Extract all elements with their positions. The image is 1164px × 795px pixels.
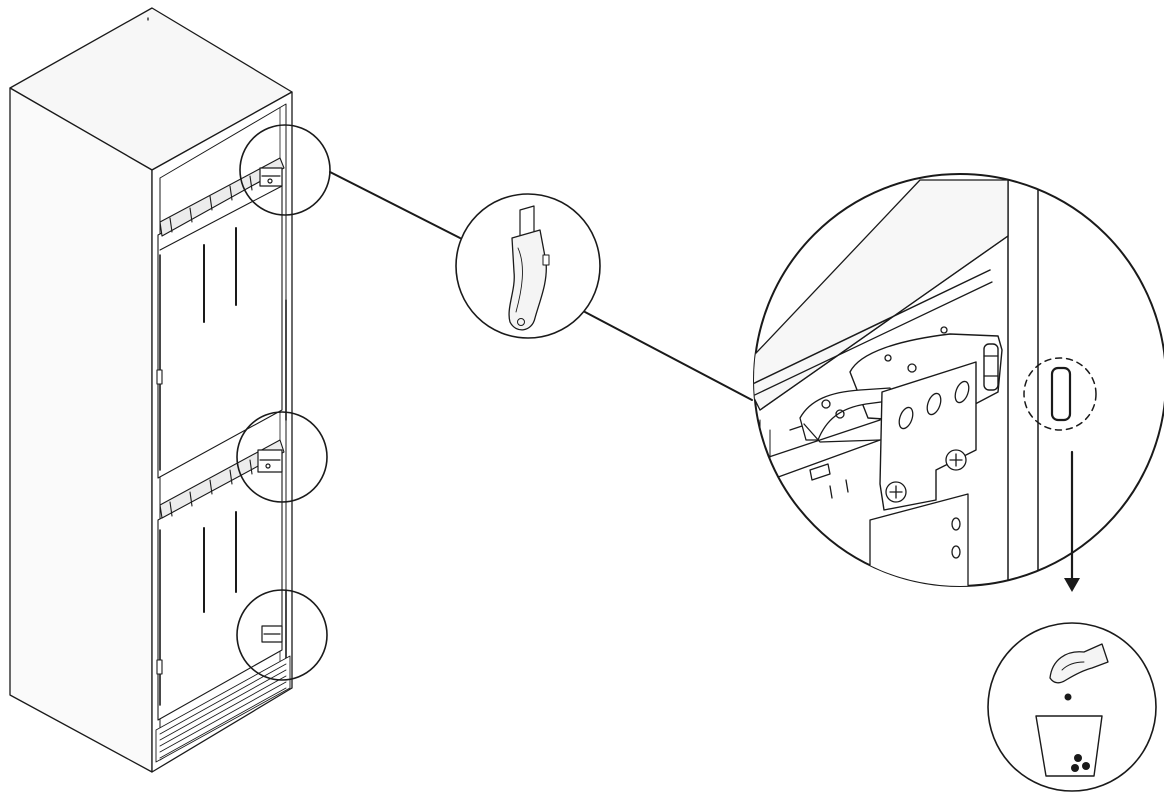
- leader-line-to-detail: [584, 311, 753, 401]
- plug-cap-slot: [1050, 366, 1072, 422]
- hand-dropping-into-bin-icon: [987, 622, 1157, 792]
- hinge-callout-circle-bottom: [236, 589, 328, 681]
- appliance-door-lower: [156, 439, 287, 721]
- ventilation-grille: [155, 655, 291, 763]
- utility-knife-icon: [455, 193, 601, 339]
- hinge-marker-bottom: [261, 625, 283, 643]
- hinge-marker-top: [259, 167, 283, 187]
- leader-line-to-tool: [329, 171, 461, 239]
- hinge-callout-circle-middle: [236, 411, 328, 503]
- screw-icon: [885, 481, 907, 503]
- screw-icon: [945, 449, 967, 471]
- down-arrow-icon: [1064, 450, 1080, 592]
- hinge-callout-circle-top: [239, 124, 331, 216]
- hinge-marker-middle: [257, 449, 283, 473]
- appliance-door-upper: [156, 157, 287, 479]
- dashed-circle-plug-cap: [1023, 357, 1097, 431]
- hinge-detail-magnified: [753, 173, 1164, 587]
